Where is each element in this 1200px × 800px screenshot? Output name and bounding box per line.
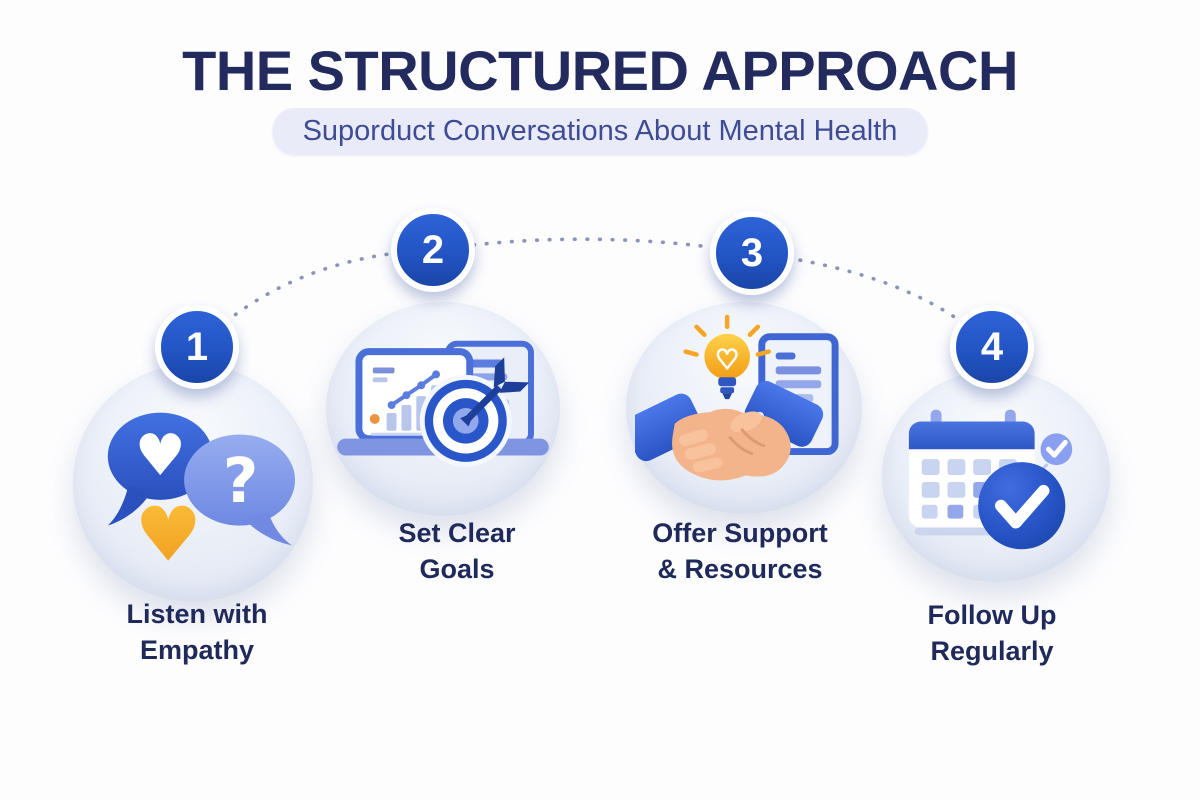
- calendar-checkmark-icon: [908, 409, 1073, 550]
- step-3-badge: 3: [710, 211, 794, 295]
- step-3-label: Offer Support & Resources: [652, 518, 828, 584]
- step-1-badge: 1: [155, 305, 239, 389]
- step-4-label: Follow Up Regularly: [927, 600, 1057, 666]
- step-2-circle: [326, 302, 560, 516]
- step-1-number: 1: [185, 325, 209, 369]
- chat-bubbles-heart-question-icon: ♥ ? ♥: [107, 412, 296, 578]
- step-4-circle: [882, 370, 1110, 582]
- svg-text:♥: ♥: [135, 422, 187, 489]
- step-2-badge: 2: [391, 208, 475, 292]
- step-4-number: 4: [980, 325, 1004, 369]
- laptop-chart-dartboard-icon: [337, 340, 549, 467]
- subtitle-text: Suporduct Conversations About Mental Hea…: [302, 115, 898, 147]
- step-3-circle: [626, 302, 862, 514]
- handshake-lightbulb-document-icon: [635, 314, 839, 481]
- subtitle-pill: Suporduct Conversations About Mental Hea…: [272, 108, 928, 155]
- step-2-label: Set Clear Goals: [398, 518, 516, 584]
- step-3-number: 3: [740, 231, 764, 275]
- svg-text:♥: ♥: [134, 490, 202, 578]
- page-title: THE STRUCTURED APPROACH: [182, 39, 1018, 102]
- svg-text:?: ?: [223, 446, 259, 517]
- step-1-label: Listen with Empathy: [126, 599, 268, 665]
- step-4-badge: 4: [950, 305, 1034, 389]
- step-2-number: 2: [421, 228, 445, 272]
- step-1-circle: ♥ ? ♥: [73, 364, 313, 602]
